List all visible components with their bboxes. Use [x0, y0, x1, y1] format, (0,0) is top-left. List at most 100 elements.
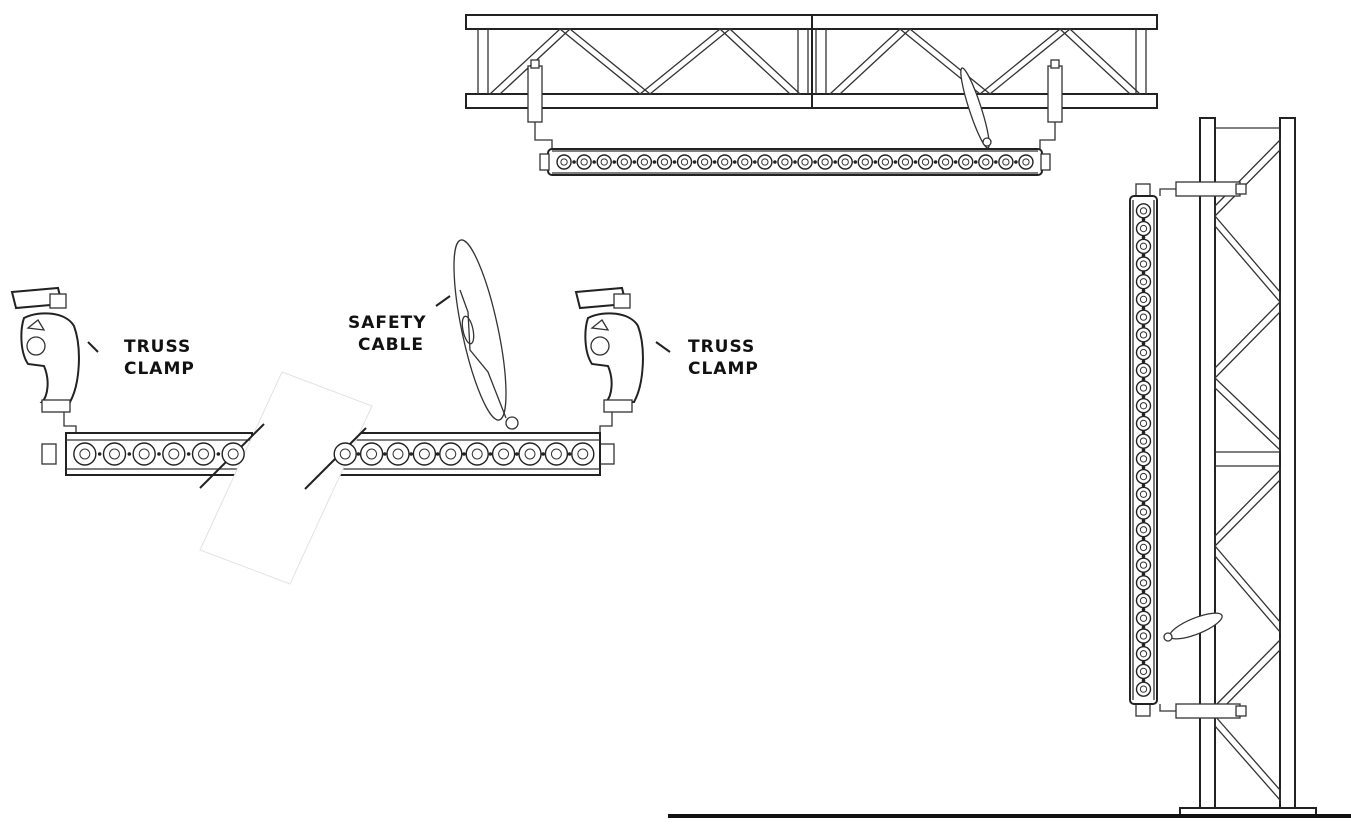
vertical-fixture-led	[1135, 628, 1152, 644]
vertical-fixture-led-separator	[1141, 306, 1146, 311]
top-fixture-led-lens	[881, 158, 890, 166]
vertical-fixture-led-lens	[1139, 455, 1148, 463]
top-fixture-led-lens	[841, 158, 849, 166]
left-fixture-b-led-lens	[577, 448, 589, 460]
left-fixture-b-led	[518, 442, 542, 466]
left-fixture-a-led-separator	[157, 452, 161, 456]
left-fixture-a-led-separator	[216, 452, 221, 456]
left-fixture-b-led-lens	[498, 448, 510, 460]
truss-clamp-left-line-2: CLAMP	[124, 359, 195, 379]
top-fixture-led	[958, 154, 974, 170]
left-fixture-b-led-lens	[445, 448, 457, 460]
vertical-fixture-led-lens	[1139, 437, 1148, 445]
vertical-fixture-led	[1135, 256, 1152, 272]
top-fixture-led-lens	[700, 158, 709, 166]
truss-clamp-right-line-1: TRUSS	[688, 337, 756, 357]
left-fixture-b-led-lens	[339, 448, 351, 460]
left-fixture-b-led	[571, 442, 595, 466]
vertical-fixture-led-lens	[1139, 207, 1148, 215]
vertical-fixture-led-separator	[1141, 341, 1146, 346]
vertical-fixture-led-lens	[1139, 313, 1148, 321]
vertical-fixture-led-lens	[1139, 260, 1148, 268]
top-fixture-led	[797, 154, 813, 170]
top-fixture-led	[616, 154, 632, 170]
vertical-fixture-led-separator	[1141, 572, 1146, 576]
vertical-fixture-led	[1135, 327, 1152, 343]
top-fixture-led-separator	[632, 160, 637, 164]
safety-cable-line-2: CABLE	[358, 335, 425, 355]
left-fixture-a-led	[162, 442, 186, 466]
top-fixture-led	[757, 154, 773, 170]
left-fixture-b-led-lens	[418, 448, 430, 460]
top-fixture-led-lens	[962, 158, 970, 166]
safety-cable-line-1: SAFETY	[348, 313, 427, 333]
vertical-fixture-led-lens	[1139, 348, 1148, 357]
top-fixture-led-separator	[793, 160, 797, 164]
top-fixture-led-lens	[660, 158, 669, 166]
top-fixture-led-separator	[973, 160, 978, 164]
vertical-fixture-led-separator	[1141, 643, 1146, 647]
vertical-safety-cable	[1163, 612, 1223, 642]
top-fixture-led-separator	[652, 160, 657, 164]
vertical-fixture-led	[1135, 522, 1152, 538]
top-fixture-led-lens	[640, 158, 649, 166]
vertical-fixture-led	[1135, 646, 1152, 662]
vertical-clamp-top	[1159, 181, 1247, 197]
left-fixture-b-led	[465, 442, 489, 466]
vertical-fixture-led-separator	[1141, 660, 1146, 665]
top-fixture-led-lens	[680, 158, 689, 166]
top-fixture-led-separator	[692, 160, 697, 164]
left-fixture-a-led-separator	[127, 452, 132, 456]
top-fixture-led-lens	[560, 158, 568, 166]
vertical-fixture-led-lens	[1139, 242, 1148, 250]
top-fixture-led-separator	[873, 160, 878, 164]
top-fixture-led	[917, 154, 934, 170]
vertical-fixture-led	[1135, 557, 1152, 573]
left-fixture-b-led	[544, 442, 569, 466]
top-fixture-led-lens	[921, 158, 930, 166]
truss-clamp-left-line-1: TRUSS	[124, 337, 192, 357]
left-fixture-a-led-lens	[168, 448, 180, 460]
vertical-fixture-led-lens	[1139, 526, 1148, 534]
vertical-fixture-led	[1135, 681, 1152, 697]
left-fixture-a-led	[73, 442, 97, 466]
vertical-fixture-led	[1135, 504, 1152, 520]
vertical-fixture-led-lens	[1139, 472, 1148, 481]
vertical-fixture-led	[1135, 539, 1152, 556]
top-fixture-led-lens	[721, 158, 729, 166]
vertical-fixture-led	[1135, 380, 1152, 396]
vertical-fixture-led-lens	[1139, 650, 1148, 658]
top-fixture-led-lens	[1002, 158, 1010, 166]
left-fixture-a-led-lens	[138, 448, 150, 460]
left-fixture-b-led-separator	[567, 452, 572, 456]
left-fixture-b-led	[333, 442, 357, 466]
vertical-fixture-led	[1135, 362, 1152, 378]
left-fixture-a-led	[191, 442, 216, 466]
truss-clamp-right-label: TRUSS CLAMP	[688, 336, 759, 380]
left-fixture-a-led	[221, 442, 245, 466]
top-fixture-led-lens	[600, 158, 608, 166]
vertical-fixture-led	[1135, 309, 1152, 325]
right-truss-clamp	[574, 286, 671, 434]
vertical-fixture-led-separator	[1141, 412, 1146, 417]
top-fixture-led	[737, 154, 753, 170]
vertical-clamp-bottom	[1159, 703, 1247, 719]
left-fixture-b-led	[386, 442, 410, 466]
top-fixture-led-separator	[813, 160, 817, 164]
top-fixture-led-lens	[580, 158, 588, 166]
top-fixture-led	[576, 154, 592, 170]
top-fixture-led-separator	[572, 160, 576, 164]
vertical-fixture-led-separator	[1141, 536, 1146, 541]
vertical-fixture-led-separator	[1141, 288, 1146, 293]
vertical-fixture-led-lens	[1139, 667, 1148, 676]
vertical-fixture-led	[1135, 220, 1152, 237]
vertical-fixture-led-lens	[1139, 632, 1148, 640]
top-fixture-led-separator	[994, 160, 998, 164]
vertical-fixture-led	[1135, 592, 1152, 609]
vertical-fixture-led-separator	[1141, 430, 1146, 435]
top-fixture-led-lens	[1022, 158, 1030, 166]
vertical-fixture-led-lens	[1139, 278, 1148, 286]
left-fixture-b-led	[491, 442, 516, 466]
vertical-fixture-led	[1135, 415, 1152, 432]
vertical-fixture-led-separator	[1141, 235, 1146, 240]
